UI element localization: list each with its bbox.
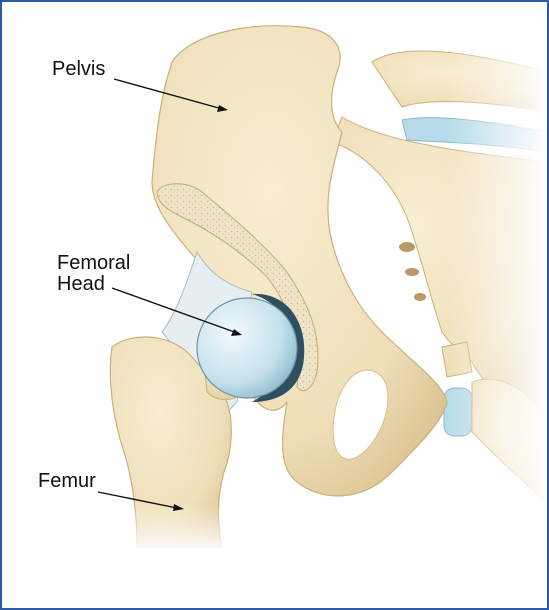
pelvis-label: Pelvis [52, 59, 105, 80]
femoral-head [197, 298, 297, 398]
femoral-head-label-line1: Femoral [57, 253, 130, 274]
femoral-head-label: Femoral Head [57, 253, 130, 295]
femur-label: Femur [38, 471, 96, 492]
femoral-head-label-line2: Head [57, 274, 130, 295]
